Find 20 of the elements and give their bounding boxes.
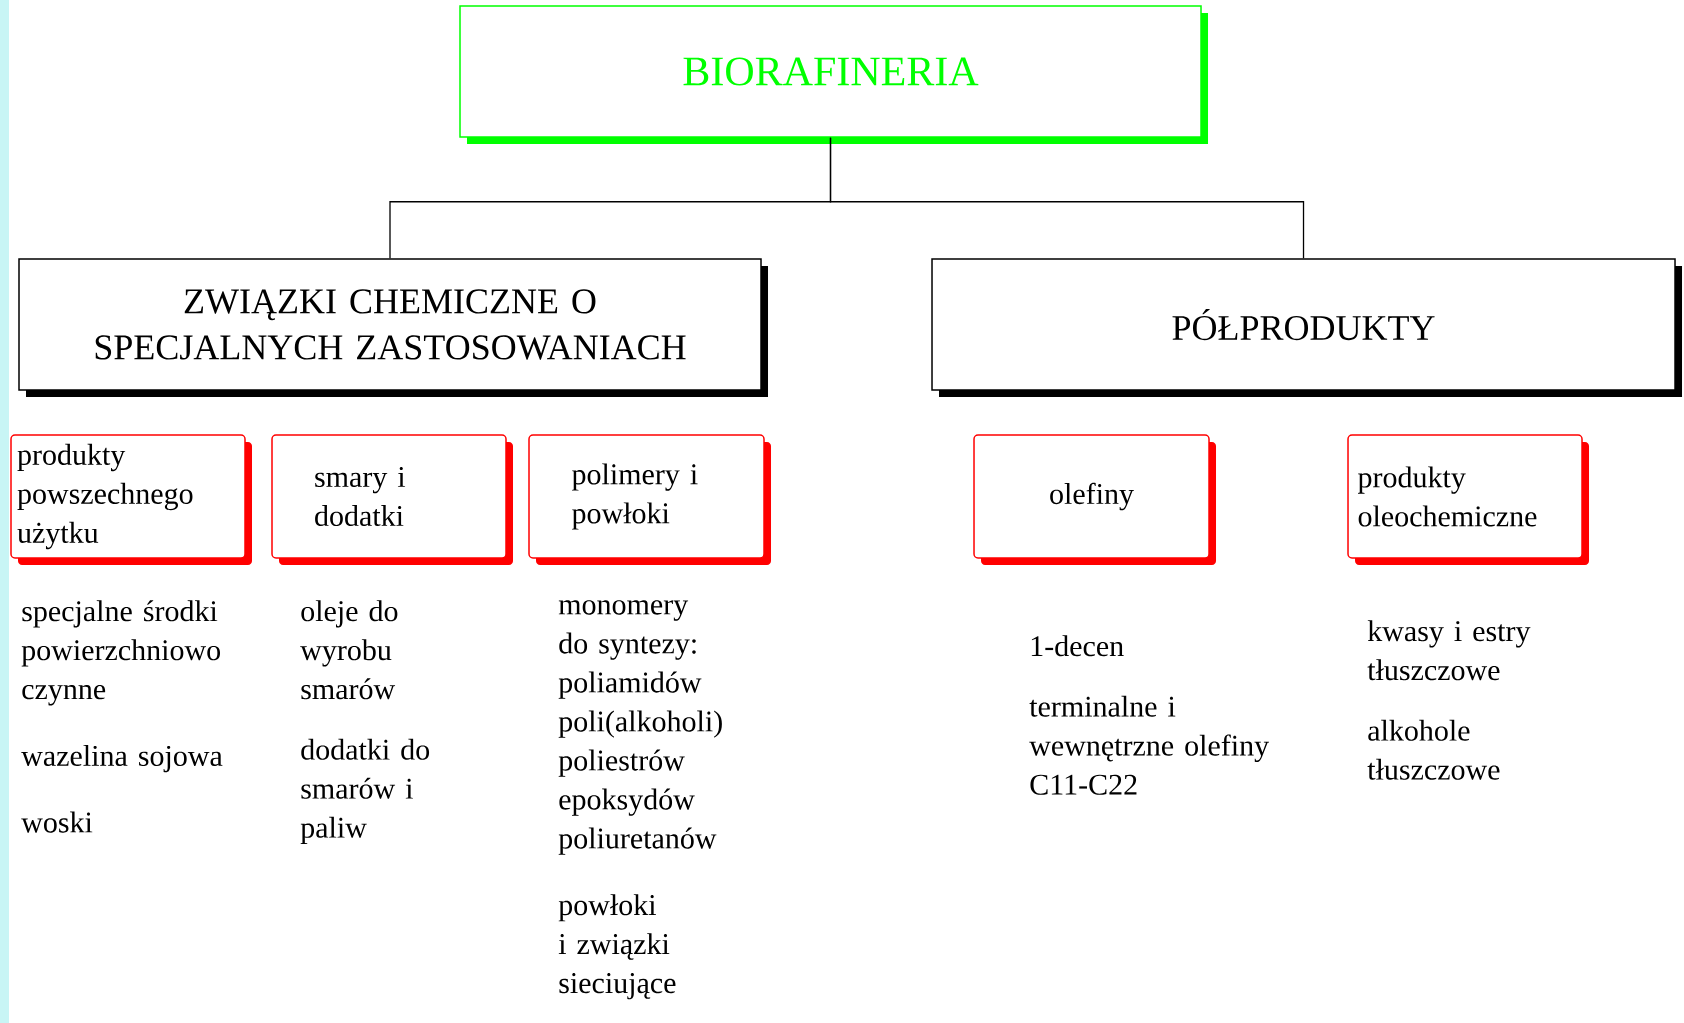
connector-line (829, 137, 1305, 259)
category-box: ZWIĄZKI CHEMICZNE O SPECJALNYCH ZASTOSOWANIACH (18, 258, 768, 397)
list-text: dodatki do smarów i paliw (300, 738, 430, 844)
subcategory-box: smary i dodatki (271, 434, 513, 565)
list-text: kwasy i estry tłuszczowe (1367, 620, 1531, 681)
list-text: 1-decen (1031, 635, 1124, 657)
list-text: powłoki i związki sieciujące (558, 894, 676, 1000)
list-text: terminalne i wewnętrzne olefiny C11-C22 (1029, 695, 1269, 795)
list-text: alkohole tłuszczowe (1367, 719, 1500, 780)
list-text: monomery do syntezy: poliamidów poli(alkoholi) poliestrów epoksydów poliuretanów (558, 600, 722, 855)
subcategory-box: olefiny (973, 434, 1216, 565)
title-box: BIORAFINERIA (459, 5, 1208, 144)
list-text: wazelina sojowa (21, 744, 223, 773)
subcategory-box: produkty powszechnego użytku (10, 434, 252, 565)
subcategory-box: produkty oleochemiczne (1347, 434, 1589, 565)
list-text: specjalne środki powierzchniowo czynne (21, 600, 220, 706)
list-text: oleje do wyrobu smarów (300, 600, 398, 700)
category-box: PÓŁPRODUKTY (931, 258, 1682, 397)
list-text: woski (21, 811, 93, 833)
subcategory-box: polimery i powłoki (528, 434, 771, 565)
